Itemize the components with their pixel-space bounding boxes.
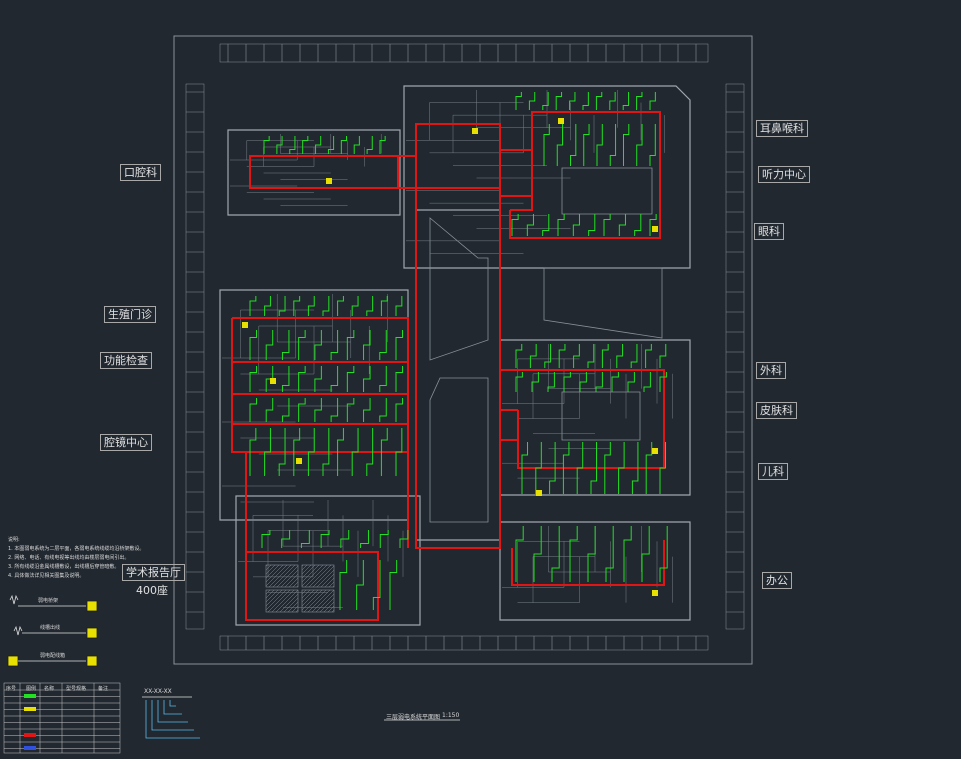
legend-table-header: 型号规格: [66, 686, 87, 692]
legend-table-header: 图例: [26, 686, 37, 692]
legend-table-header: 备注: [98, 686, 109, 692]
notes-title: 说明:: [8, 537, 20, 543]
room-label-surgery: 外科: [756, 362, 786, 379]
room-label-pediatrics: 儿科: [758, 463, 788, 480]
lecture-hall-capacity: 400座: [136, 584, 168, 597]
branch-wiring: [249, 92, 668, 610]
legend-symbols: [7, 594, 98, 667]
room-label-dermatology: 皮肤科: [756, 402, 797, 419]
drawing-frame: [173, 35, 753, 665]
room-label-dental: 口腔科: [120, 164, 161, 181]
legend-table: [3, 682, 121, 754]
drawing-title: 三层弱电系统平面图: [386, 714, 441, 721]
legend-label: 线槽出线: [40, 625, 61, 631]
room-label-office: 办公: [762, 572, 792, 589]
note-line: 4. 具体做法详见相关图集及说明。: [8, 573, 85, 579]
cable-tag: XX-XX-XX: [144, 688, 172, 695]
legend-label: 弱电桥架: [38, 598, 59, 604]
room-label-lecture-hall: 学术报告厅: [122, 564, 185, 581]
room-label-function-exam: 功能检查: [100, 352, 152, 369]
room-label-ophthalmology: 眼科: [754, 223, 784, 240]
legend-label: 弱电配线箱: [40, 653, 66, 659]
drawing-scale: 1:150: [442, 712, 460, 719]
auditorium-seating: [265, 564, 335, 613]
legend-table-header: 名称: [44, 686, 55, 692]
note-line: 1. 本图弱电系统为二层平面，各弱电系统线缆均沿桥架敷设。: [8, 546, 145, 552]
courtyards: [429, 167, 663, 523]
device-symbols: [242, 118, 658, 596]
note-line: 3. 所有线缆沿金属线槽敷设，出线槽后穿管暗敷。: [8, 564, 120, 570]
tag-leaders: [142, 696, 200, 739]
room-label-reproduction-clinic: 生殖门诊: [104, 306, 156, 323]
legend-table-header: 序号: [6, 686, 17, 692]
room-label-hearing-center: 听力中心: [758, 166, 810, 183]
note-line: 2. 网络、电话、有线电视等出线均由楼层弱电间引出。: [8, 555, 130, 561]
room-label-ent: 耳鼻喉科: [756, 120, 808, 137]
room-label-endoscopy-center: 腔镜中心: [100, 434, 152, 451]
